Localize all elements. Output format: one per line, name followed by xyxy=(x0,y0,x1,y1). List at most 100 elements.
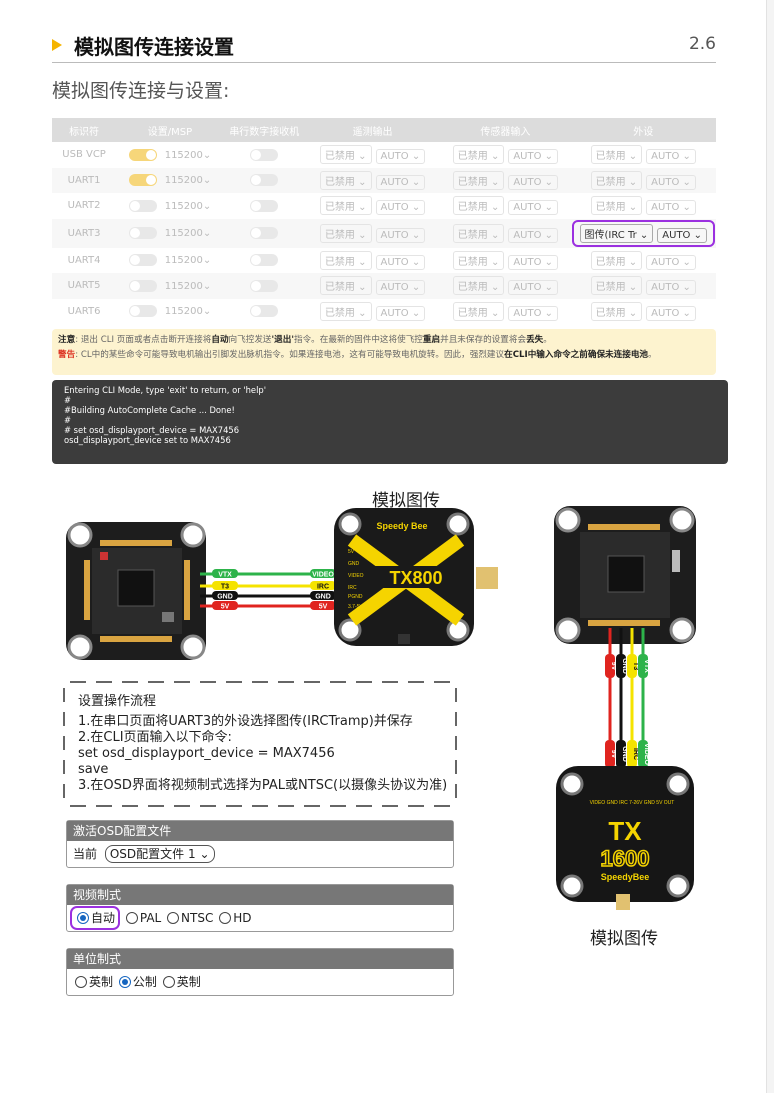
telemetry-cell: 已禁用 ⌄AUTO ⌄ xyxy=(305,248,441,274)
serial-rx-toggle[interactable] xyxy=(250,305,279,318)
sensor-baud-select[interactable]: AUTO ⌄ xyxy=(508,174,559,190)
msp-cell: 115200⌄ xyxy=(116,218,224,248)
serial-rx-toggle[interactable] xyxy=(250,174,279,187)
peripheral-baud-select[interactable]: AUTO ⌄ xyxy=(646,174,696,190)
peripheral-baud-select[interactable]: AUTO ⌄ xyxy=(646,200,696,216)
wire-label: T3 xyxy=(632,662,639,670)
telemetry-baud-select[interactable]: AUTO ⌄ xyxy=(375,174,426,190)
sensor-baud-select[interactable]: AUTO ⌄ xyxy=(508,305,559,321)
peripheral-select[interactable]: 已禁用 ⌄ xyxy=(590,170,643,190)
sensor-select[interactable]: 已禁用 ⌄ xyxy=(452,250,505,270)
subtitle: 模拟图传连接与设置: xyxy=(52,80,230,102)
telemetry-baud-select[interactable]: AUTO ⌄ xyxy=(375,149,426,165)
panel-title: 视频制式 xyxy=(67,885,453,905)
peripheral-select[interactable]: 已禁用 ⌄ xyxy=(590,250,643,270)
step-line: 1.在串口页面将UART3的外设选择图传(IRCTramp)并保存 xyxy=(78,714,413,729)
telemetry-baud-select[interactable]: AUTO ⌄ xyxy=(375,305,426,321)
sensor-select[interactable]: 已禁用 ⌄ xyxy=(452,223,505,243)
peripheral-baud-select[interactable]: AUTO ⌄ xyxy=(646,254,696,270)
sensor-baud-select[interactable]: AUTO ⌄ xyxy=(508,227,559,243)
peripheral-baud-select[interactable]: AUTO ⌄ xyxy=(646,149,696,165)
telemetry-select[interactable]: 已禁用 ⌄ xyxy=(319,250,372,270)
radio-imperial-2[interactable] xyxy=(162,975,175,988)
telemetry-select[interactable]: 已禁用 ⌄ xyxy=(319,196,372,216)
serial-rx-toggle[interactable] xyxy=(250,148,279,161)
telemetry-baud-select[interactable]: AUTO ⌄ xyxy=(375,254,426,270)
serial-rx-toggle[interactable] xyxy=(250,199,279,212)
telemetry-baud-select[interactable]: AUTO ⌄ xyxy=(375,200,426,216)
telemetry-baud-select[interactable]: AUTO ⌄ xyxy=(375,280,426,296)
peripheral-select[interactable]: 已禁用 ⌄ xyxy=(590,301,643,321)
msp-toggle[interactable] xyxy=(128,305,157,318)
serial-rx-toggle[interactable] xyxy=(250,254,279,267)
section-number: 2.6 xyxy=(688,34,716,54)
vtx-pad-label: 5V xyxy=(348,549,355,555)
right-scrollbar xyxy=(766,0,774,1093)
radio-pal[interactable] xyxy=(125,911,138,924)
sensor-baud-select[interactable]: AUTO ⌄ xyxy=(508,200,559,216)
vtx-label-right: 模拟图传 xyxy=(590,929,658,949)
sensor-select[interactable]: 已禁用 ⌄ xyxy=(452,196,505,216)
sensor-select[interactable]: 已禁用 ⌄ xyxy=(452,301,505,321)
telemetry-select[interactable]: 已禁用 ⌄ xyxy=(319,170,372,190)
col-header: 传感器输入 xyxy=(440,118,571,142)
msp-baud-select[interactable]: 115200⌄ xyxy=(164,255,212,267)
peripheral-baud-select[interactable]: AUTO ⌄ xyxy=(646,280,696,296)
telemetry-cell: 已禁用 ⌄AUTO ⌄ xyxy=(304,167,441,193)
sensor-select[interactable]: 已禁用 ⌄ xyxy=(452,170,505,190)
peripheral-select[interactable]: 图传(IRC Tr ⌄ xyxy=(579,223,654,243)
radio-metric[interactable] xyxy=(118,975,131,988)
peripheral-select[interactable]: 已禁用 ⌄ xyxy=(590,196,643,216)
ports-table-header: 标识符 设置/MSP 串行数字接收机 遥测输出 传感器输入 外设 xyxy=(52,118,716,142)
wire-label: VTX xyxy=(218,572,232,579)
peripheral-cell: 图传(IRC Tr ⌄AUTO ⌄ xyxy=(570,218,716,248)
msp-toggle[interactable] xyxy=(128,174,157,187)
msp-baud-select[interactable]: 115200⌄ xyxy=(164,200,212,212)
sensor-cell: 已禁用 ⌄AUTO ⌄ xyxy=(440,248,570,274)
sensor-baud-select[interactable]: AUTO ⌄ xyxy=(508,280,559,296)
telemetry-baud-select[interactable]: AUTO ⌄ xyxy=(375,227,426,243)
wire-label: VIDEO xyxy=(643,743,650,765)
wire-label: T3 xyxy=(221,584,229,591)
radio-imperial[interactable] xyxy=(75,975,87,988)
peripheral-select[interactable]: 已禁用 ⌄ xyxy=(590,276,643,296)
peripheral-baud-select[interactable]: AUTO ⌄ xyxy=(657,227,707,243)
highlight-box: 自动 xyxy=(70,906,121,930)
osd-profile-select[interactable]: OSD配置文件 1 ⌄ xyxy=(104,845,215,863)
msp-baud-select[interactable]: 115200⌄ xyxy=(164,306,212,318)
msp-baud-select[interactable]: 115200⌄ xyxy=(164,175,212,187)
telemetry-select[interactable]: 已禁用 ⌄ xyxy=(319,301,372,321)
telemetry-select[interactable]: 已禁用 ⌄ xyxy=(319,223,372,243)
telemetry-select[interactable]: 已禁用 ⌄ xyxy=(319,145,372,165)
radio-hd[interactable] xyxy=(219,911,232,924)
msp-baud-select[interactable]: 115200⌄ xyxy=(164,149,212,161)
steps-body: 1.在串口页面将UART3的外设选择图传(IRCTramp)并保存 2.在CLI… xyxy=(78,714,447,794)
msp-toggle[interactable] xyxy=(128,199,157,212)
peripheral-cell: 已禁用 ⌄AUTO ⌄ xyxy=(570,193,716,219)
msp-baud-select[interactable]: 115200⌄ xyxy=(164,280,212,292)
peripheral-select[interactable]: 已禁用 ⌄ xyxy=(590,145,643,165)
serial-rx-toggle[interactable] xyxy=(250,227,279,239)
sensor-select[interactable]: 已禁用 ⌄ xyxy=(452,276,505,296)
msp-toggle[interactable] xyxy=(128,254,157,267)
msp-toggle[interactable] xyxy=(128,148,157,161)
wire-label: 9V xyxy=(610,662,617,671)
sensor-select[interactable]: 已禁用 ⌄ xyxy=(452,145,505,165)
peripheral-cell: 已禁用 ⌄AUTO ⌄ xyxy=(570,167,716,193)
msp-toggle[interactable] xyxy=(128,279,157,292)
radio-auto[interactable] xyxy=(77,911,89,924)
radio-label: 自动 xyxy=(91,911,116,925)
sensor-baud-select[interactable]: AUTO ⌄ xyxy=(508,254,559,270)
peripheral-baud-select[interactable]: AUTO ⌄ xyxy=(646,305,696,321)
select-value: OSD配置文件 1 xyxy=(109,847,196,861)
cli-line: # set osd_displayport_device = MAX7456 xyxy=(64,425,240,435)
wire-label: GND xyxy=(315,594,331,601)
msp-baud-select[interactable]: 115200⌄ xyxy=(164,228,212,239)
radio-ntsc[interactable] xyxy=(167,911,180,924)
serial-rx-toggle[interactable] xyxy=(250,279,279,292)
telemetry-select[interactable]: 已禁用 ⌄ xyxy=(319,276,372,296)
msp-toggle[interactable] xyxy=(128,227,157,239)
sensor-baud-select[interactable]: AUTO ⌄ xyxy=(508,149,559,165)
